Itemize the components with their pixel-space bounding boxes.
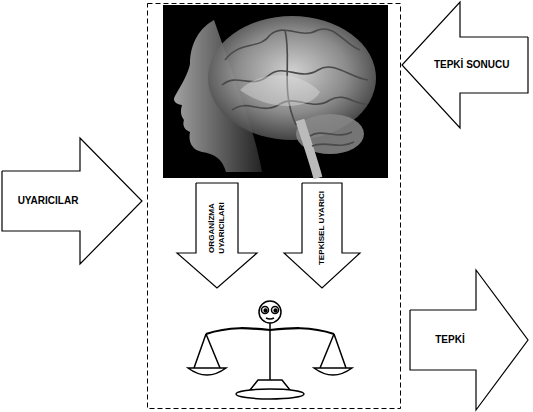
balance-scale	[188, 301, 352, 399]
arrow-box: TEPKİ SONUCU	[402, 2, 528, 128]
arrow-box: TEPKİ	[410, 270, 528, 410]
arrow-label: TEPKİSEL UYARICI	[317, 191, 327, 265]
arrow-outline	[177, 183, 257, 288]
text-holder: TEPKİ SONUCU	[419, 37, 524, 93]
arrow-label: TEPKİ	[435, 334, 464, 346]
arrow-box: TEPKİSEL UYARICI	[284, 183, 360, 288]
arrow-outline	[2, 138, 142, 264]
text-holder: TEPKİ	[414, 310, 486, 370]
arrow-label: UYARICILAR	[18, 195, 79, 207]
arrow-shape	[410, 270, 528, 410]
arrow-box: UYARICILAR	[2, 138, 142, 264]
arrow-outline	[410, 270, 528, 410]
text-holder: ORGANİZMA UYARICILARI	[196, 188, 238, 268]
organism-boundary	[148, 4, 401, 409]
text-holder: UYARICILAR	[6, 171, 90, 231]
arrow-label: TEPKİ SONUCU	[434, 59, 510, 71]
arrow-outline	[284, 183, 360, 288]
arrow-outline	[402, 2, 528, 128]
text-holder: TEPKİSEL UYARICI	[302, 188, 342, 268]
arrow-box: ORGANİZMA UYARICILARI	[177, 183, 257, 288]
brain-picture	[163, 5, 388, 178]
arrow-label: ORGANİZMA UYARICILARI	[207, 188, 226, 268]
